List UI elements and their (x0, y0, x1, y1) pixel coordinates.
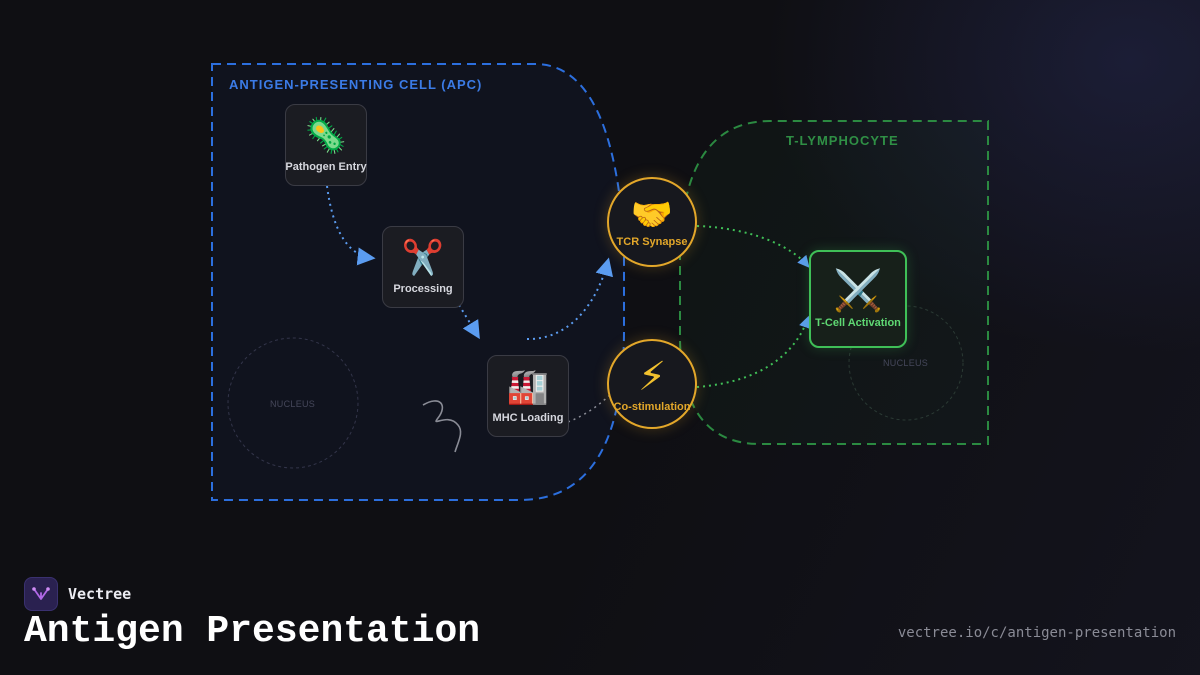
tcell-nucleus (848, 305, 964, 421)
node-label: Pathogen Entry (285, 161, 367, 173)
crossed-swords-icon: ⚔️ (833, 268, 883, 314)
node-label: Co-stimulation (613, 401, 691, 413)
squiggle-decoration (422, 400, 462, 453)
node-label: Processing (393, 283, 453, 295)
edge-processing-to-mhc (458, 304, 480, 340)
scissors-icon: ✂️ (401, 238, 445, 278)
node-label: MHC Loading (492, 412, 564, 424)
node-label: T-Cell Activation (815, 317, 901, 329)
node-pathogen-entry[interactable]: 🦠 Pathogen Entry (285, 104, 367, 186)
node-mhc-loading[interactable]: 🏭 MHC Loading (487, 355, 569, 437)
microbe-icon: 🦠 (304, 116, 348, 156)
apc-nucleus (227, 337, 359, 469)
node-label: TCR Synapse (616, 236, 688, 248)
node-co-stimulation[interactable]: ⚡ Co-stimulation (607, 339, 697, 429)
edge-costim-to-activation (696, 315, 811, 388)
brand-name: Vectree (68, 585, 132, 603)
node-tcr-synapse[interactable]: 🤝 TCR Synapse (607, 177, 697, 267)
page-url[interactable]: vectree.io/c/antigen-presentation (897, 625, 1176, 641)
edge-mhc-to-tcr (526, 257, 613, 341)
node-processing[interactable]: ✂️ Processing (382, 226, 464, 308)
handshake-icon: 🤝 (630, 195, 674, 235)
tcell-region-label: T-LYMPHOCYTE (786, 133, 899, 148)
node-tcell-activation[interactable]: ⚔️ T-Cell Activation (809, 250, 907, 348)
factory-icon: 🏭 (506, 367, 550, 407)
vectree-logo-icon (24, 577, 58, 611)
tcell-nucleus-label: NUCLEUS (883, 358, 929, 368)
apc-nucleus-label: NUCLEUS (270, 399, 316, 409)
page-title: Antigen Presentation (24, 610, 481, 653)
brand[interactable]: Vectree (24, 577, 131, 611)
lightning-icon: ⚡ (637, 354, 667, 400)
apc-region-label: ANTIGEN-PRESENTING CELL (APC) (229, 77, 483, 92)
